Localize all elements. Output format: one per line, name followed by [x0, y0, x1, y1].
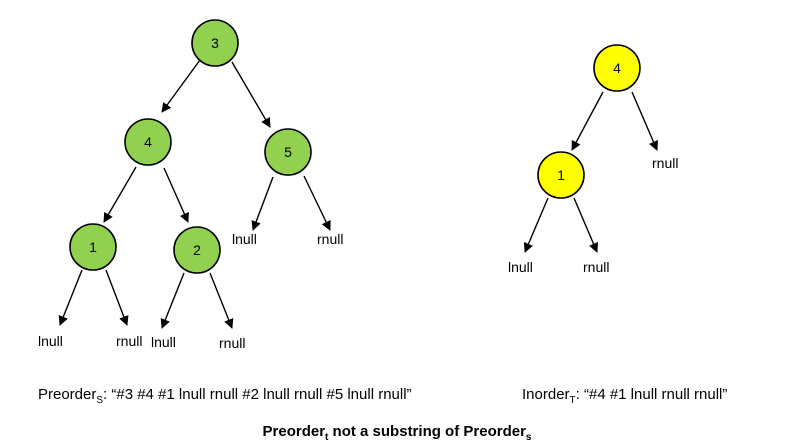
edge-4-1 — [103, 166, 137, 223]
svg-text:3: 3 — [211, 35, 219, 51]
null-label-t-4-right: rnull — [652, 155, 678, 171]
svg-text:1: 1 — [89, 239, 97, 255]
null-label-s-1-right: rnull — [116, 333, 142, 349]
null-label-s-5-left: lnull — [232, 231, 257, 247]
svg-text:5: 5 — [284, 144, 292, 160]
null-label-t-1-right: rnull — [583, 259, 609, 275]
svg-text:4: 4 — [144, 134, 152, 150]
svg-text:4: 4 — [613, 60, 621, 76]
edge-3-5 — [231, 61, 271, 128]
edge-t4-1 — [571, 91, 604, 151]
edge-2-rnull — [209, 272, 234, 329]
inorder-t-caption: InorderT: “#4 #1 lnull rnull rnull” — [522, 386, 728, 406]
edge-4-2 — [163, 167, 189, 223]
tree-t-node-4: 4 — [593, 44, 641, 92]
edge-3-4 — [161, 59, 201, 113]
edge-t1-lnull — [523, 197, 549, 253]
tree-s-node-2: 2 — [173, 226, 221, 274]
edge-t4-rnull — [631, 91, 659, 151]
svg-text:1: 1 — [557, 167, 565, 183]
null-label-s-2-right: rnull — [219, 335, 245, 351]
tree-s-node-5: 5 — [264, 128, 312, 176]
preorder-s-caption: PreorderS: “#3 #4 #1 lnull rnull #2 lnul… — [38, 386, 412, 406]
edge-2-lnull — [160, 272, 185, 329]
conclusion-caption: Preordert not a substring of Preorders — [262, 423, 532, 443]
tree-s-node-1: 1 — [69, 223, 117, 271]
null-label-s-2-left: lnull — [151, 334, 176, 350]
null-label-s-5-right: rnull — [317, 231, 343, 247]
null-label-s-1-left: lnull — [38, 333, 63, 349]
tree-s-node-4: 4 — [124, 118, 172, 166]
null-label-t-1-left: lnull — [508, 259, 533, 275]
svg-text:2: 2 — [193, 242, 201, 258]
edge-t1-rnull — [573, 197, 599, 253]
edge-1-lnull — [58, 269, 83, 326]
edge-5-rnull — [303, 175, 331, 231]
edge-1-rnull — [105, 269, 129, 326]
tree-s-node-3: 3 — [191, 19, 239, 67]
edge-5-lnull — [251, 176, 274, 231]
tree-t-node-1: 1 — [537, 151, 585, 199]
